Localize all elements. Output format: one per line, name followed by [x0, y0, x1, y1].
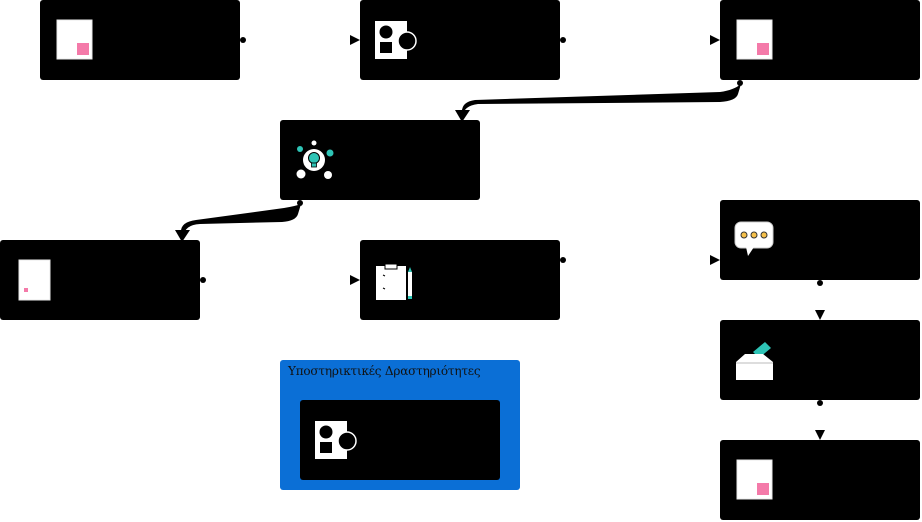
process-node-3[interactable] [720, 0, 920, 80]
edge-6-7 [560, 255, 720, 265]
edge-5-6 [200, 275, 360, 285]
edge-1-2 [240, 35, 360, 45]
clipboard-pencil-icon [376, 263, 412, 300]
lightbulb-network-icon [296, 140, 334, 179]
process-node-5[interactable] [0, 240, 200, 320]
edge-2-3 [560, 35, 720, 45]
shapes-icon [375, 21, 417, 59]
process-node-9[interactable] [720, 440, 920, 520]
process-node-4[interactable] [280, 120, 480, 200]
document-icon [736, 459, 773, 500]
edge-8-9 [815, 400, 825, 440]
process-node-2[interactable] [360, 0, 560, 80]
document-icon [56, 19, 93, 60]
ballot-box-icon [736, 342, 773, 380]
process-node-7[interactable] [720, 200, 920, 280]
process-node-6[interactable] [360, 240, 560, 320]
edge-4-5 [175, 200, 303, 242]
process-node-1[interactable] [40, 0, 240, 80]
group-title: Υποστηρικτικές Δραστηριότητες [288, 364, 481, 378]
edge-7-8 [815, 280, 825, 320]
shapes-icon [315, 421, 357, 459]
document-icon [736, 19, 773, 60]
supporting-activities-group: Υποστηρικτικές Δραστηριότητες [280, 360, 520, 490]
edge-3-4 [455, 80, 743, 122]
speech-bubble-icon [734, 221, 774, 256]
process-node-10[interactable] [300, 400, 500, 480]
document-icon [18, 259, 51, 301]
process-node-8[interactable] [720, 320, 920, 400]
